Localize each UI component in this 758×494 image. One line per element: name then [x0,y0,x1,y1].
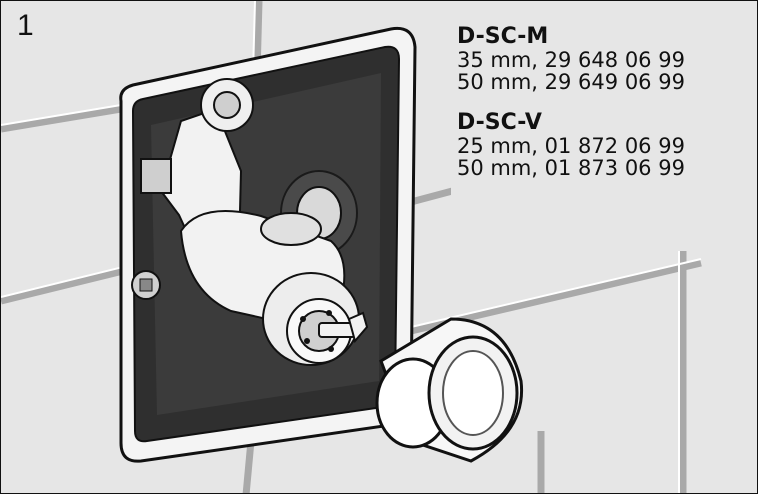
spec-line: 25 mm, 01 872 06 99 [457,134,685,158]
mounting-screw [131,270,161,300]
cartridge-spindle [318,311,369,344]
spec-line: 50 mm, 01 873 06 99 [457,156,685,180]
spec-title: D-SC-V [457,110,542,135]
spec-group-d-sc-m: D-SC-M 35 mm, 29 648 06 99 50 mm, 29 649… [457,24,757,94]
spec-line: 35 mm, 29 648 06 99 [457,48,685,72]
spec-line: 50 mm, 29 649 06 99 [457,70,685,94]
spec-title: D-SC-M [457,24,549,49]
part-number-list: D-SC-M 35 mm, 29 648 06 99 50 mm, 29 649… [457,25,757,197]
extension-sleeve [375,317,524,463]
step-number: 1 [17,9,34,42]
spec-group-d-sc-v: D-SC-V 25 mm, 01 872 06 99 50 mm, 01 873… [457,110,757,180]
spec-background [451,23,747,213]
